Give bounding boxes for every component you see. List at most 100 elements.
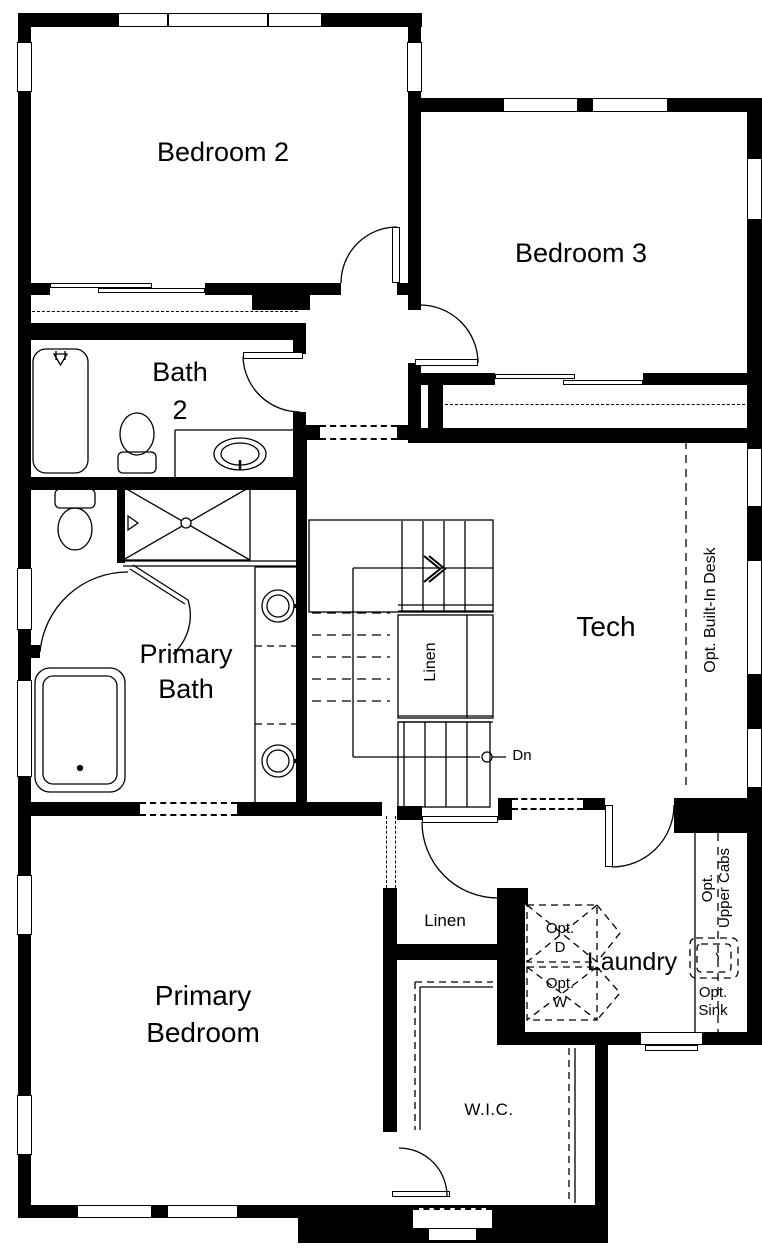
window: [407, 42, 422, 92]
annotation-opt-washer-line2: W: [552, 994, 568, 1011]
window: [77, 1205, 152, 1218]
wall: [296, 425, 320, 440]
closet-bypass-door: [495, 374, 575, 379]
window: [503, 98, 578, 112]
wall: [498, 798, 512, 820]
window: [118, 13, 322, 27]
wall: [397, 425, 408, 440]
wall: [397, 806, 422, 820]
room-label-primary-bath-line2: Bath: [158, 674, 214, 704]
wall: [296, 440, 307, 807]
window: [640, 1032, 703, 1045]
wall: [205, 283, 252, 295]
wall: [595, 1045, 608, 1217]
door-leaf: [422, 816, 498, 823]
annotation-opt-sink: Opt. Sink: [683, 984, 743, 1020]
wall: [643, 373, 747, 385]
stairs: [308, 519, 506, 808]
wall: [497, 960, 508, 1032]
window: [167, 1205, 238, 1218]
primary-bath-fixtures: [34, 486, 306, 802]
room-label-bath2-line1: Bath: [152, 357, 208, 387]
wall: [408, 363, 421, 443]
wall: [397, 283, 408, 295]
wall: [408, 112, 421, 310]
closet-label-linen-stairs: Linen: [421, 642, 439, 682]
window-mullion: [267, 13, 269, 27]
annotation-opt-washer-line1: Opt.: [545, 975, 575, 992]
wall: [293, 340, 306, 354]
wall: [18, 323, 306, 340]
annotation-opt-upper-cabs: Opt. Upper Cabs: [699, 838, 733, 938]
annotation-opt-upper-cabs-line1: Opt.: [699, 873, 716, 903]
wic-niche: [413, 1208, 492, 1228]
window: [17, 42, 32, 92]
room-label-primary-bath-line1: Primary: [139, 639, 233, 669]
closet-bypass-door: [98, 288, 205, 293]
laundry-counter: [694, 833, 719, 1032]
wall: [497, 888, 510, 960]
door-leaf: [605, 805, 613, 867]
wall: [674, 798, 762, 833]
wic-shelving: [414, 981, 576, 1203]
room-label-tech: Tech: [576, 611, 636, 642]
window: [17, 568, 32, 630]
wall: [310, 283, 341, 295]
bath2-fixtures: [32, 348, 293, 477]
room-label-primary-bath: Primary Bath: [106, 637, 266, 707]
closet-shelf-line: [445, 404, 745, 405]
wall: [428, 373, 443, 428]
annotation-opt-washer: Opt. W: [530, 974, 590, 1012]
wall: [497, 888, 528, 905]
wall: [420, 428, 762, 443]
room-label-bedroom2: Bedroom 2: [156, 137, 290, 167]
annotation-opt-dryer-line2: D: [554, 939, 566, 956]
closet-label-linen-hall: Linen: [424, 911, 466, 930]
annotation-opt-sink-line2: Sink: [698, 1002, 728, 1019]
wall: [18, 645, 40, 658]
room-label-wic: W.I.C.: [464, 1100, 514, 1119]
annotation-opt-dryer-line1: Opt.: [545, 920, 575, 937]
room-label-primary-bedroom-line2: Bedroom: [146, 1017, 260, 1048]
wall: [237, 802, 382, 816]
wall: [508, 905, 525, 1032]
room-label-laundry: Laundry: [586, 948, 678, 976]
door-leaf: [392, 1191, 450, 1197]
room-label-bath2: Bath 2: [120, 353, 240, 429]
annotation-opt-sink-line1: Opt.: [698, 984, 728, 1001]
room-label-bath2-line2: 2: [172, 395, 188, 425]
door-leaf: [243, 352, 303, 359]
wall: [420, 373, 495, 385]
cased-opening: [140, 802, 237, 816]
room-label-primary-bedroom: Primary Bedroom: [93, 977, 313, 1051]
wall: [408, 98, 762, 112]
stair-dashed-wall: [386, 816, 387, 888]
laundry-optional-appliances: [526, 904, 739, 1021]
wall: [117, 490, 125, 563]
annotation-stairs-down: Dn: [512, 747, 532, 764]
window: [592, 98, 668, 112]
cased-opening: [512, 798, 583, 810]
window: [17, 875, 32, 935]
closet-bypass-door: [50, 283, 152, 288]
wall: [383, 944, 510, 960]
wall: [252, 283, 310, 310]
window-mullion: [167, 13, 169, 27]
closet-shelf-line: [32, 311, 298, 312]
wall: [18, 802, 140, 816]
window: [17, 1095, 32, 1155]
wall: [583, 798, 605, 810]
window: [17, 680, 32, 777]
wall: [18, 283, 50, 295]
annotation-opt-built-in-desk: Opt. Built-In Desk: [701, 547, 719, 673]
annotation-opt-dryer: Opt. D: [530, 919, 590, 957]
closet-bypass-door: [563, 380, 643, 385]
window: [428, 1228, 477, 1241]
door-swing-arcs: [39, 226, 675, 1197]
annotation-opt-upper-cabs-line2: Upper Cabs: [716, 847, 733, 929]
cased-opening: [320, 425, 397, 440]
window-sill: [645, 1045, 698, 1051]
room-label-bedroom3: Bedroom 3: [514, 238, 648, 268]
